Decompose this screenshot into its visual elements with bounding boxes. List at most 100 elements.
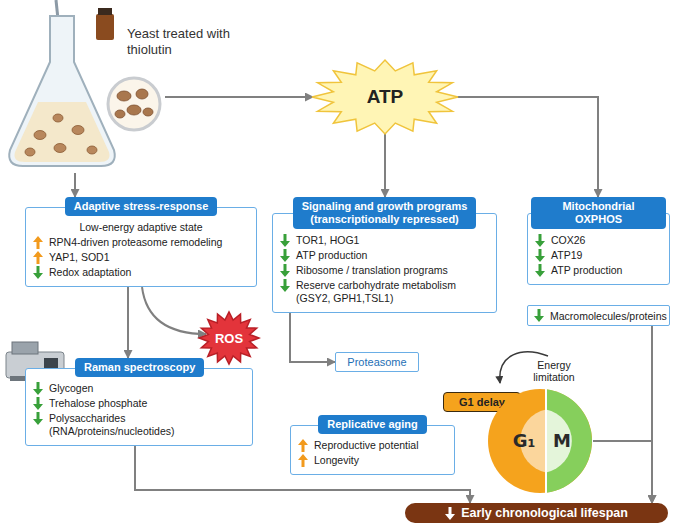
connector	[457, 97, 598, 197]
yeast-cells-zoom	[115, 89, 153, 118]
body-row: RPN4-driven proteasome remodeling	[33, 236, 249, 249]
pill-node: Macromolecules/proteins	[527, 305, 670, 326]
pill-text: Proteasome	[347, 356, 406, 368]
pill-text: Macromolecules/proteins	[550, 310, 667, 322]
circle-node: G₁ M	[487, 388, 593, 494]
phase-label: G₁	[509, 430, 539, 451]
box-node: Replicative agingReproductive potentialL…	[290, 415, 455, 475]
heading-pill: Mitochondrial OXPHOS	[531, 197, 667, 229]
phase-label: M	[551, 430, 573, 451]
g1-phase	[488, 389, 592, 493]
body-text: YAP1, SOD1	[49, 251, 249, 264]
note-label: Energy limitation	[522, 359, 586, 383]
starburst-outline	[199, 312, 259, 364]
body-row: Redox adaptation	[33, 266, 249, 279]
down-arrow-icon	[535, 264, 545, 277]
box-body: GlycogenTrehalose phosphatePolysaccharid…	[25, 377, 253, 446]
body-row: Glycogen	[33, 382, 245, 395]
star-label: ROS	[215, 331, 243, 346]
star-node: ATP	[310, 58, 460, 136]
body-text: Reproductive potential	[314, 439, 447, 452]
star-node: ROS	[197, 310, 261, 366]
box-node: Adaptive stress-responseLow-energy adapt…	[25, 197, 257, 287]
body-text: TOR1, HOG1	[296, 234, 489, 247]
arrow-glyph	[33, 397, 43, 410]
box-node: Signaling and growth programs(transcript…	[272, 197, 497, 313]
heading-text: (transcriptionally repressed)	[302, 213, 468, 226]
cell-cycle-circle	[487, 388, 593, 494]
pill-text: Early chronological lifespan	[461, 506, 628, 520]
arrow-glyph	[33, 236, 43, 249]
down-arrow-icon	[280, 279, 290, 292]
down-arrow-icon	[33, 382, 43, 395]
body-text: ATP19	[551, 249, 662, 262]
body-text: Reserve carbohydrate metabolism (GSY2, G…	[296, 279, 489, 305]
body-text: Low-energy adaptive state	[79, 221, 202, 234]
yeast-cells	[25, 114, 97, 156]
arrow-glyph	[535, 264, 545, 277]
heading-text: Replicative aging	[327, 418, 417, 431]
down-arrow-icon	[534, 309, 544, 322]
arrow-glyph	[33, 266, 43, 279]
down-arrow-icon	[33, 266, 43, 279]
body-text: ATP production	[551, 264, 662, 277]
down-arrow-icon	[280, 249, 290, 262]
heading-text: Adaptive stress-response	[74, 200, 209, 213]
body-text: COX26	[551, 234, 662, 247]
box-body: Low-energy adaptive stateRPN4-driven pro…	[25, 216, 257, 287]
down-arrow-icon	[535, 249, 545, 262]
body-row: Low-energy adaptive state	[33, 221, 249, 234]
heading-pill: Raman spectroscopy	[75, 358, 204, 377]
arrow-glyph	[535, 249, 545, 262]
body-row: Reserve carbohydrate metabolism (GSY2, G…	[280, 279, 489, 305]
pill-text: G1 delay	[459, 396, 505, 408]
heading-text: Mitochondrial OXPHOS	[540, 200, 658, 226]
body-text: Redox adaptation	[49, 266, 249, 279]
arrow-glyph	[33, 412, 43, 425]
connector	[290, 313, 335, 362]
bottle	[96, 14, 114, 40]
pill-node: Early chronological lifespan	[405, 503, 668, 523]
body-row: YAP1, SOD1	[33, 251, 249, 264]
arrow-glyph	[280, 279, 290, 292]
down-arrow-icon	[280, 234, 290, 247]
body-row: Trehalose phosphate	[33, 397, 245, 410]
phase-divider	[545, 388, 547, 494]
down-arrow-icon	[280, 264, 290, 277]
up-arrow-icon	[298, 454, 308, 467]
arrow-glyph	[33, 251, 43, 264]
body-text: Polysaccharides (RNA/proteins/nucleotide…	[49, 412, 245, 438]
plain-node: Yeast treated with thiolutin	[15, 8, 165, 173]
up-arrow-icon	[33, 251, 43, 264]
connector	[74, 173, 76, 197]
arrow-glyph	[298, 454, 308, 467]
heading-pill: Adaptive stress-response	[65, 197, 218, 216]
box-body: TOR1, HOG1ATP productionRibosome / trans…	[272, 229, 497, 313]
star-label: ATP	[367, 86, 404, 108]
body-text: Ribosome / translation programs	[296, 264, 489, 277]
body-row: ATP production	[280, 249, 489, 262]
heading-pill: Signaling and growth programs(transcript…	[293, 197, 477, 229]
down-arrow-icon	[445, 507, 455, 520]
body-row: ATP19	[535, 249, 662, 262]
arrow-glyph	[445, 507, 455, 520]
m-phase	[546, 389, 592, 492]
body-text: ATP production	[296, 249, 489, 262]
body-row: Polysaccharides (RNA/proteins/nucleotide…	[33, 412, 245, 438]
up-arrow-icon	[33, 236, 43, 249]
body-row: Longevity	[298, 454, 447, 467]
caption-text: Yeast treated with thiolutin	[127, 26, 257, 58]
body-row: ATP production	[535, 264, 662, 277]
body-text: Trehalose phosphate	[49, 397, 245, 410]
flask-liquid	[14, 102, 109, 162]
bottle-cap	[98, 8, 112, 15]
starburst-outline	[312, 60, 458, 134]
body-row: COX26	[535, 234, 662, 247]
arrow-glyph	[298, 439, 308, 452]
body-text: Glycogen	[49, 382, 245, 395]
body-text: Longevity	[314, 454, 447, 467]
heading-pill: Replicative aging	[318, 415, 426, 434]
body-row: Ribosome / translation programs	[280, 264, 489, 277]
arrow-glyph	[280, 234, 290, 247]
down-arrow-icon	[33, 397, 43, 410]
